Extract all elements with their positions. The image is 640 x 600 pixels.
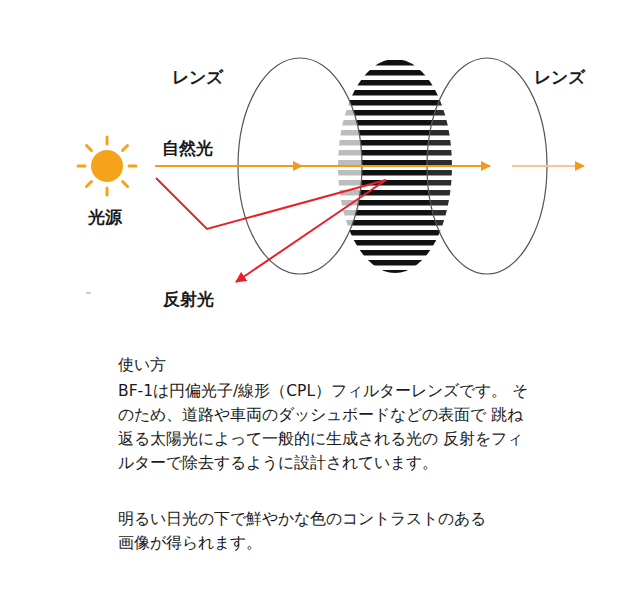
reflect-label: 反射光 <box>163 288 214 311</box>
body-text: BF-1は円偏光子/線形（CPL）フィルターレンズです。 そのため、道路や車両の… <box>118 379 530 475</box>
sun-ray <box>129 165 136 168</box>
reflect-ray <box>236 180 386 282</box>
sun-ray <box>123 145 128 150</box>
sun-ray <box>123 182 128 187</box>
lens-label: レンズ <box>172 66 223 89</box>
body-text: 明るい日光の下で鮮やかな色のコントラストのある 画像が得られます。 <box>118 507 503 555</box>
sun-ray <box>106 188 109 195</box>
sun-ray <box>106 137 109 144</box>
source-label: 光源 <box>88 206 122 229</box>
mark <box>86 293 91 294</box>
sun-ray <box>78 165 85 168</box>
light-label: 自然光 <box>162 137 213 160</box>
light-ray-out <box>512 165 584 167</box>
sun-icon <box>78 137 136 195</box>
sun-ray <box>86 145 91 150</box>
light-ray <box>155 165 302 167</box>
lens-label: レンズ <box>534 66 585 89</box>
section-heading: 使い方 <box>118 355 166 376</box>
light-ray <box>302 165 490 167</box>
sun-ray <box>86 182 91 187</box>
